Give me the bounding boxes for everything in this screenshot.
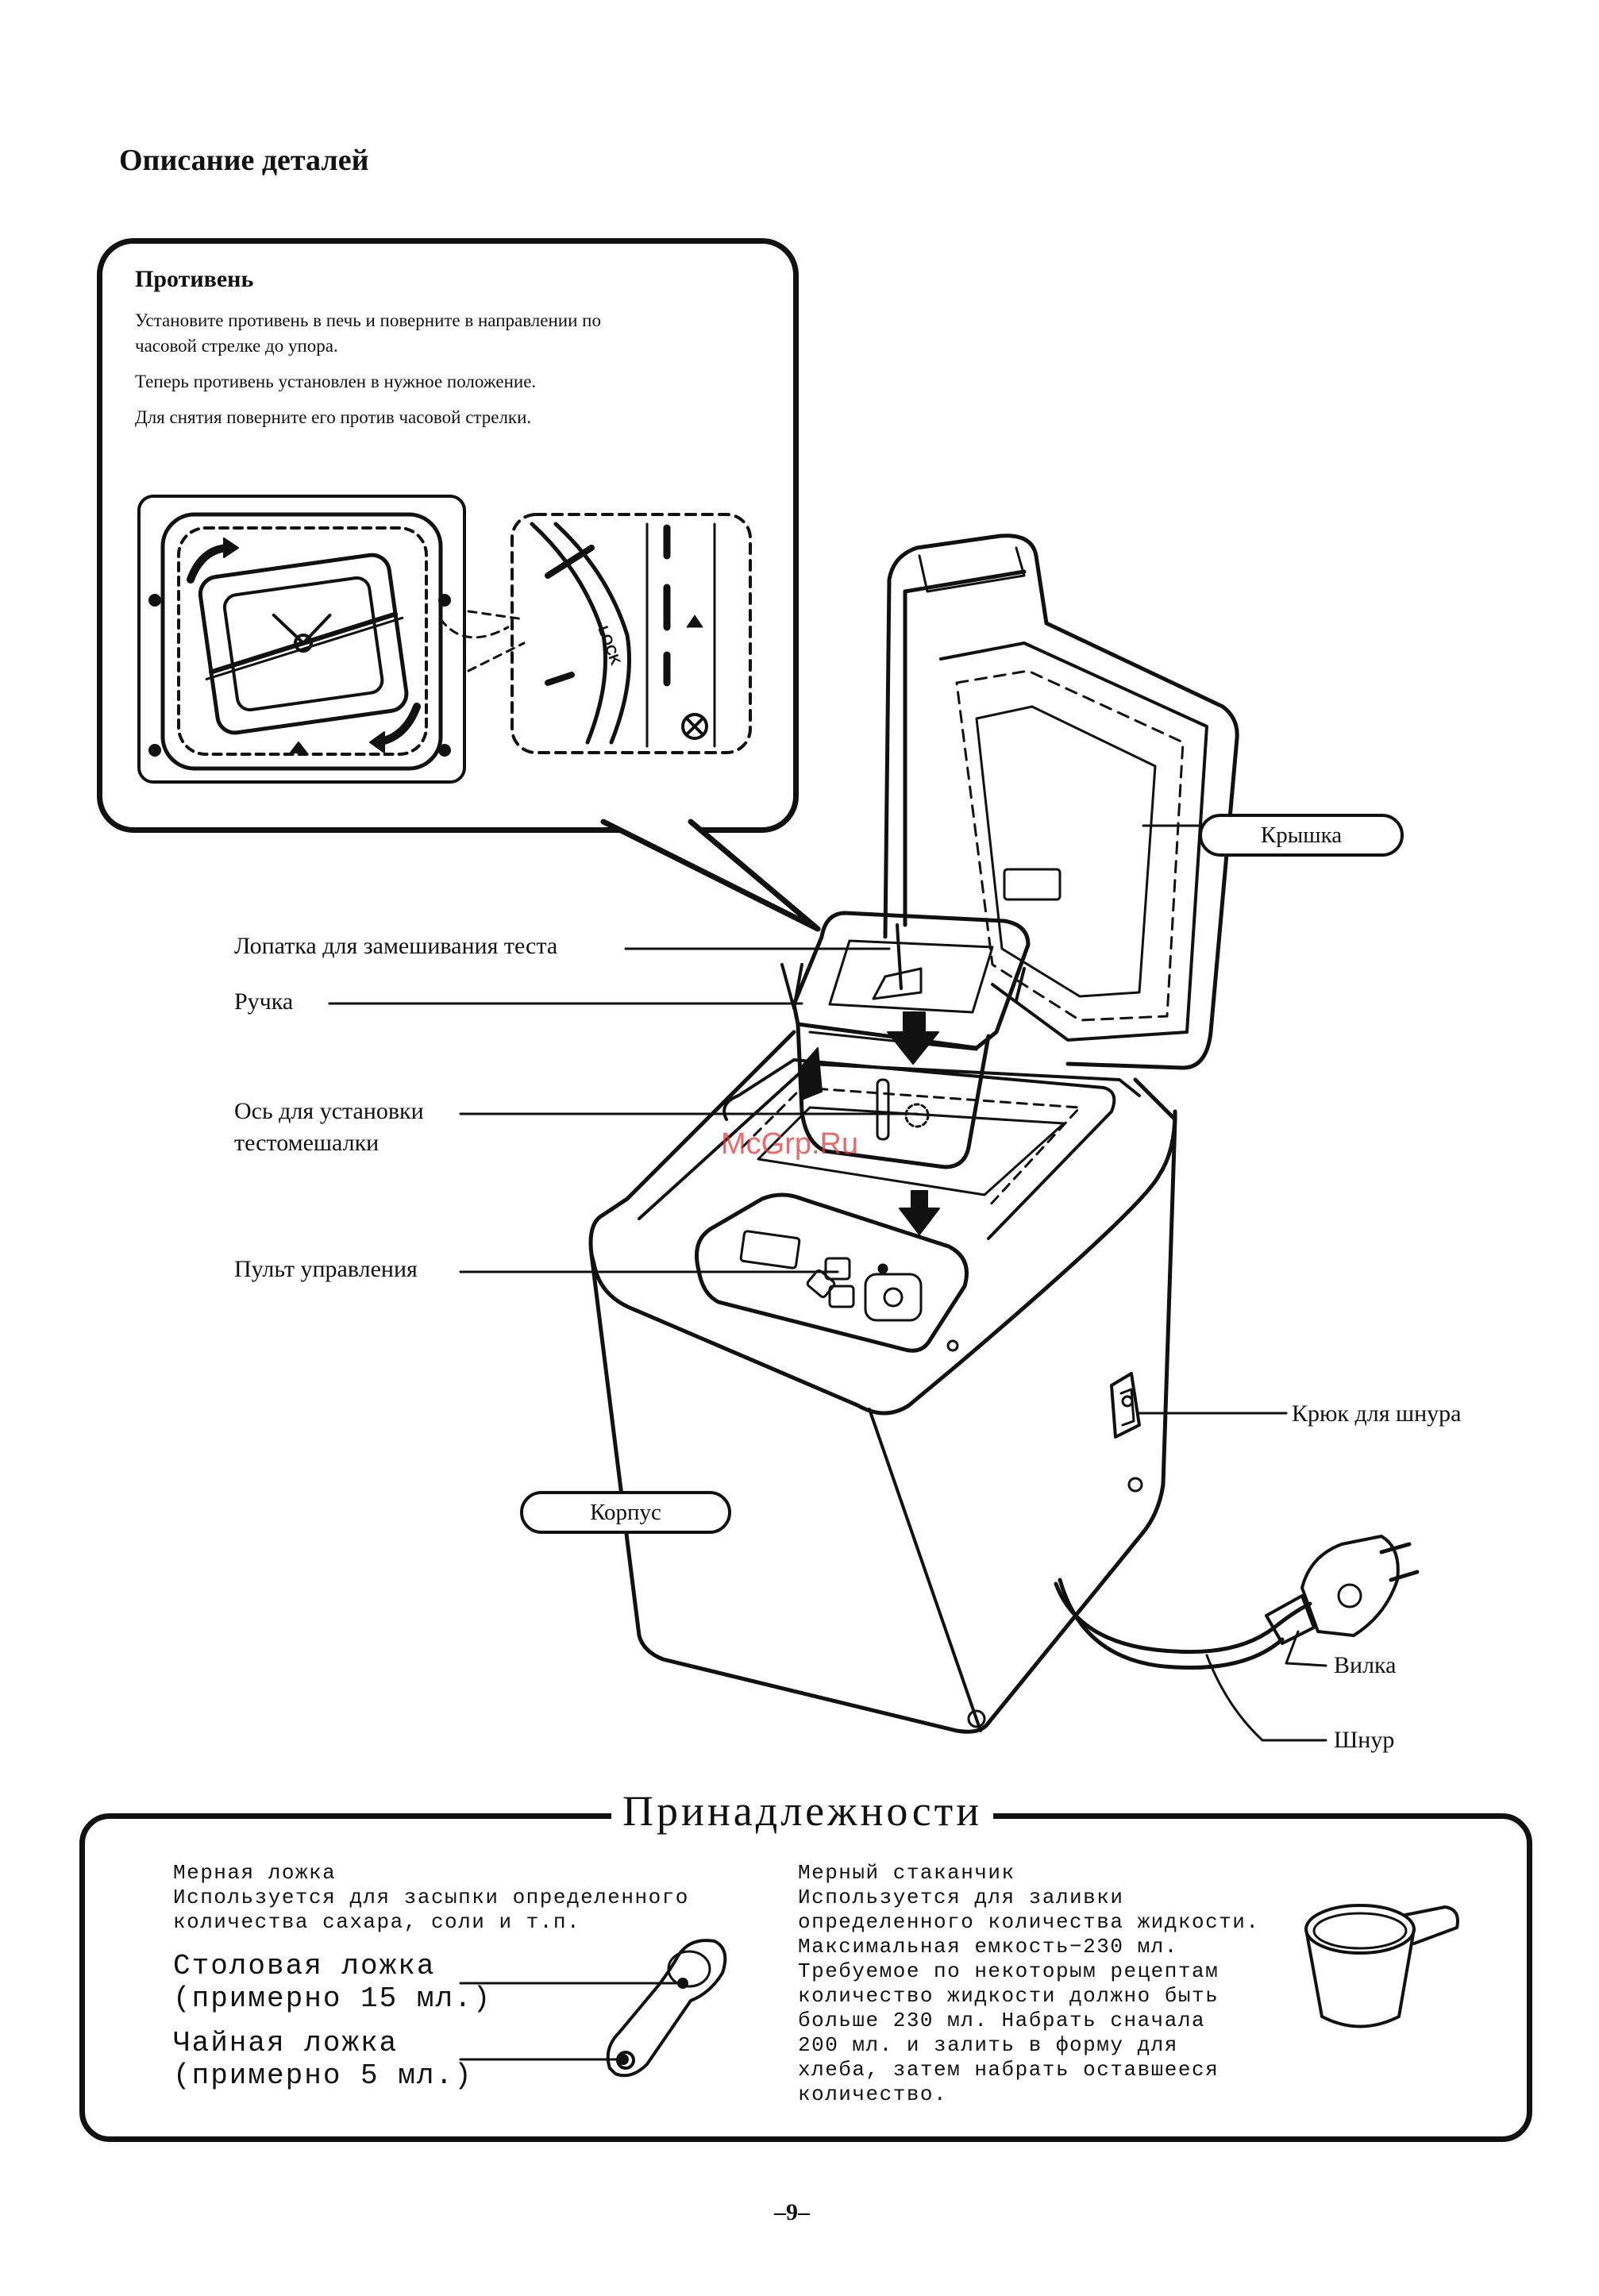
lid-outline xyxy=(883,534,1239,1070)
callout-leader-lines xyxy=(328,824,1327,1742)
label-handle: Ручка xyxy=(234,988,294,1015)
cup-desc-line: определенного количества жидкости. xyxy=(798,1910,1260,1934)
baking-pan-text-line: Установите противень в печь и поверните … xyxy=(135,310,601,330)
baking-pan-callout-box xyxy=(97,238,799,833)
bread-machine xyxy=(588,534,1420,1734)
cup-desc-line: количество жидкости должно быть xyxy=(798,1984,1219,2008)
label-cord: Шнур xyxy=(1334,1727,1395,1753)
cup-desc-line: хлеба, затем набрать оставшееся xyxy=(798,2058,1219,2082)
cup-desc-line: 200 мл. и залить в форму для xyxy=(798,2033,1178,2057)
tablespoon-volume: (примерно 15 мл.) xyxy=(173,1982,492,2015)
cup-desc-line: Максимальная емкость−230 мл. xyxy=(798,1935,1178,1959)
section-heading: Описание деталей xyxy=(119,144,369,177)
spoon-desc-line: Используется для засыпки определенного xyxy=(173,1886,689,1909)
label-body: Корпус xyxy=(520,1491,731,1534)
baking-pan-title: Противень xyxy=(135,266,254,292)
cup-desc-line: Используется для заливки xyxy=(798,1886,1124,1909)
lock-detail-inset xyxy=(511,513,752,754)
spoon-desc-line: количества сахара, соли и т.п. xyxy=(173,1910,581,1934)
measuring-cup-illustration xyxy=(1304,1904,1459,2028)
teaspoon-label: Чайная ложка xyxy=(173,2027,399,2059)
lock-label: LOCK xyxy=(595,624,623,668)
control-panel-outline xyxy=(695,1192,969,1353)
baking-pan-text-line: часовой стрелке до упора. xyxy=(135,336,338,356)
cup-desc-line: больше 230 мл. Набрать сначала xyxy=(798,2009,1206,2032)
label-control-panel: Пульт управления xyxy=(234,1256,418,1282)
page-number: –9– xyxy=(774,2199,810,2225)
tablespoon-label: Столовая ложка xyxy=(173,1950,436,1982)
label-shaft-line2: тестомешалки xyxy=(234,1130,380,1156)
label-kneading-blade: Лопатка для замешивания теста xyxy=(234,933,558,959)
baking-pan-text-line: Для снятия поверните его против часовой … xyxy=(135,407,532,427)
label-shaft-line1: Ось для установки xyxy=(234,1098,424,1124)
teaspoon-volume: (примерно 5 мл.) xyxy=(173,2059,473,2092)
cup-desc-line: Требуемое по некоторым рецептам xyxy=(798,1959,1219,1983)
watermark: McGrp.Ru xyxy=(721,1127,859,1161)
measuring-spoon-illustration xyxy=(459,1939,727,2078)
cup-name: Мерный стаканчик xyxy=(798,1861,1015,1885)
baking-pan-text-line: Теперь противень установлен в нужное пол… xyxy=(135,372,537,391)
label-plug: Вилка xyxy=(1334,1652,1397,1678)
label-lid: Крышка xyxy=(1199,814,1404,857)
callout-pointer xyxy=(600,819,821,932)
label-cord-hook: Крюк для шнура xyxy=(1292,1400,1462,1427)
accessories-title: Принадлежности xyxy=(611,1786,994,1836)
cup-desc-line: количество. xyxy=(798,2082,948,2106)
oven-top-view xyxy=(137,495,466,784)
spoon-name: Мерная ложка xyxy=(173,1861,337,1885)
